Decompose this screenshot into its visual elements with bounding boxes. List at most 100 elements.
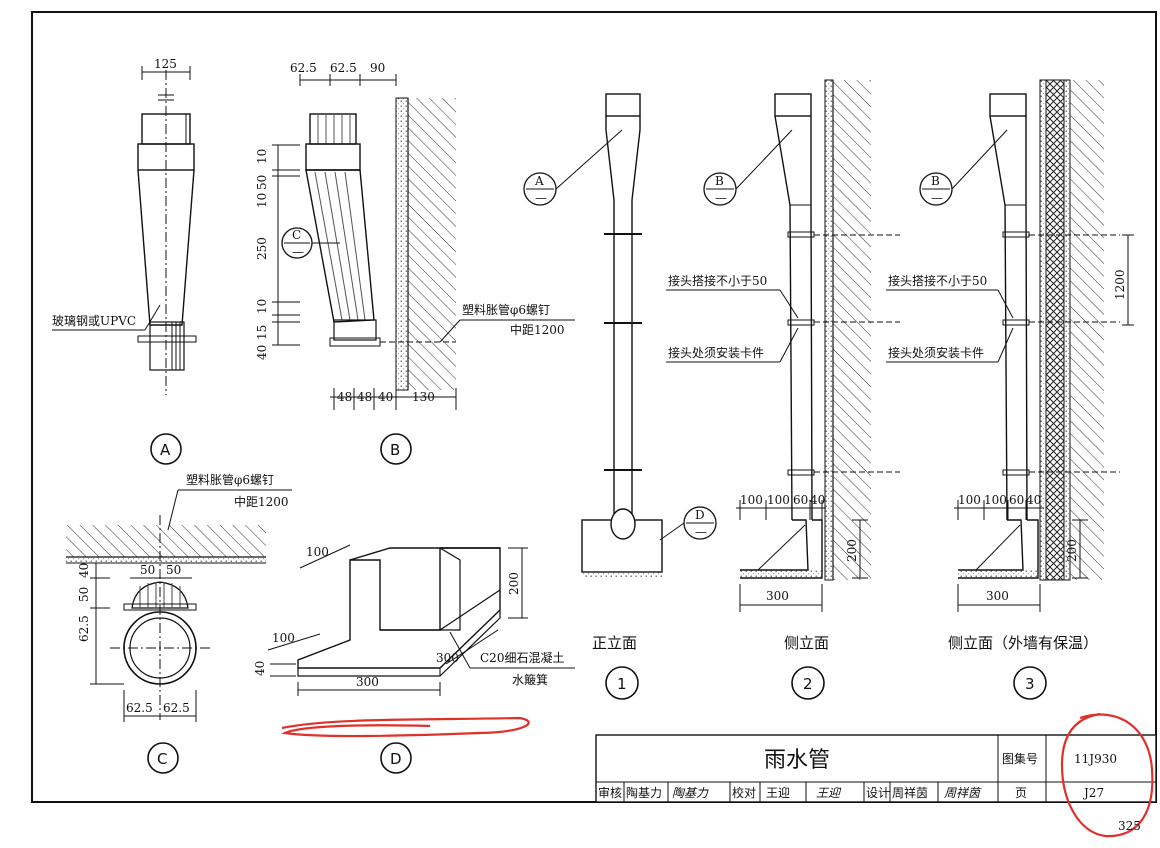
detail-c-dim-left-3: 40 — [77, 563, 91, 578]
elev-3-number: 3 — [1025, 675, 1035, 693]
design-label: 设计 — [866, 786, 890, 800]
detail-b-dim-left-6: 15 — [255, 325, 269, 340]
detail-b-dim-left-2: 50 — [255, 175, 269, 190]
page-label: 页 — [1015, 786, 1027, 800]
detail-b-bolt-note-2: 中距1200 — [510, 322, 565, 337]
detail-a-callout: A — [160, 441, 171, 459]
elev-2-number: 2 — [803, 675, 813, 693]
elev-1-number: 1 — [617, 675, 627, 693]
detail-b-dim-bottom-4: 130 — [412, 390, 435, 404]
detail-d-dim-4: 300 — [356, 675, 379, 689]
detail-c-bolt-note-1: 塑料胀管φ6螺钉 — [186, 472, 274, 487]
detail-b-bolt-note-1: 塑料胀管φ6螺钉 — [462, 302, 550, 317]
review-label: 审核 — [598, 785, 622, 800]
elevation-1: A — D — 正立面 1 — [523, 93, 717, 700]
svg-text:—: — — [292, 245, 304, 259]
detail-b-ref-callout: C — [292, 228, 301, 242]
page-number: 325 — [1118, 819, 1141, 833]
detail-b-dim-top-1: 62.5 — [290, 61, 317, 75]
title-block: 雨水管 图集号 11J930 页 J27 审核 陶基力 陶基力 校对 王迎 王迎… — [595, 734, 1157, 803]
detail-a-material: 玻璃钢或UPVC — [52, 314, 136, 328]
check-name: 王迎 — [766, 786, 790, 800]
detail-d-callout: D — [390, 750, 402, 768]
check-label: 校对 — [732, 785, 756, 800]
title-block-title: 雨水管 — [764, 748, 830, 773]
elev-3-dim-top-3: 60 — [1009, 493, 1024, 507]
detail-c-dim-bottom-1: 62.5 — [126, 701, 153, 715]
detail-c-dim-left-1: 62.5 — [77, 615, 91, 642]
elevation-3: 1200 100 100 60 40 200 300 B — 接头搭接不小于50… — [886, 79, 1134, 700]
detail-b-dim-top-2: 62.5 — [330, 61, 357, 75]
detail-c-dim-top-1: 50 — [140, 563, 155, 577]
detail-a: 125 玻璃钢或UPVC A — [52, 57, 197, 465]
detail-d-note-1: C20细石混凝土 — [480, 650, 564, 665]
detail-b: 62.5 62.5 90 塑料胀管φ6螺钉 中距1200 — [255, 61, 575, 465]
detail-d: 100 200 100 300 40 300 C20细石混凝土 水簸箕 D — [253, 544, 575, 774]
elev-3-ref-b: B — [931, 174, 940, 188]
elev-2-title: 侧立面 — [784, 634, 829, 652]
review-sign: 陶基力 — [672, 786, 709, 800]
svg-text:—: — — [535, 191, 547, 205]
detail-b-dim-left-3: 10 — [255, 193, 269, 208]
detail-b-dim-left-5: 10 — [255, 299, 269, 314]
elev-1-ref-d: D — [695, 508, 705, 522]
detail-b-dim-left-1: 10 — [255, 149, 269, 164]
elev-3-dim-top-4: 40 — [1026, 493, 1041, 507]
detail-c-dim-top-2: 50 — [166, 563, 181, 577]
red-underline-scribble — [281, 716, 530, 738]
detail-d-dim-5: 40 — [253, 661, 267, 676]
atlas-value: 11J930 — [1074, 752, 1117, 766]
elev-2-dim-side: 200 — [845, 539, 859, 562]
detail-c-dim-left-2: 50 — [77, 587, 91, 602]
elev-2-note-clamp: 接头处须安装卡件 — [668, 345, 764, 360]
svg-text:—: — — [695, 525, 707, 539]
detail-b-dim-bottom-1: 48 — [337, 390, 352, 404]
svg-text:—: — — [715, 191, 727, 205]
elev-3-dim-bottom: 300 — [986, 589, 1009, 603]
svg-text:—: — — [931, 191, 943, 205]
design-sign: 周祥茵 — [944, 786, 982, 800]
elev-2-dim-bottom: 300 — [766, 589, 789, 603]
detail-c-callout: C — [157, 750, 167, 768]
detail-d-dim-3: 100 — [272, 631, 295, 645]
elev-2-note-joint: 接头搭接不小于50 — [668, 273, 767, 288]
elev-3-note-clamp: 接头处须安装卡件 — [888, 345, 984, 360]
elev-2-dim-top-4: 40 — [810, 493, 825, 507]
detail-b-dim-left-4: 250 — [255, 237, 269, 260]
sheet-frame — [31, 11, 1157, 803]
elev-3-title: 侧立面（外墙有保温） — [948, 634, 1098, 652]
elev-2-dim-top-3: 60 — [793, 493, 808, 507]
detail-c: 塑料胀管φ6螺钉 中距1200 50 50 62.5 50 40 62.5 — [66, 472, 292, 774]
elev-2-dim-top-2: 100 — [767, 493, 790, 507]
detail-b-dim-left-7: 40 — [255, 345, 269, 360]
detail-a-dim-width: 125 — [154, 57, 177, 71]
detail-d-dim-2: 200 — [507, 572, 521, 595]
detail-c-bolt-note-2: 中距1200 — [234, 494, 289, 509]
elev-1-ref-a: A — [534, 174, 544, 188]
detail-b-dim-bottom-3: 40 — [378, 390, 393, 404]
detail-d-dim-6: 300 — [436, 651, 459, 665]
elev-2-ref-b: B — [715, 174, 724, 188]
elev-2-dim-top-1: 100 — [740, 493, 763, 507]
detail-d-note-2: 水簸箕 — [512, 672, 548, 687]
review-name: 陶基力 — [626, 785, 662, 800]
elev-3-dim-side: 200 — [1065, 539, 1079, 562]
elev-1-title: 正立面 — [592, 634, 637, 652]
detail-b-callout: B — [390, 441, 400, 459]
detail-b-dim-bottom-2: 48 — [357, 390, 372, 404]
check-sign: 王迎 — [816, 786, 842, 800]
detail-d-dim-1: 100 — [306, 545, 329, 559]
elev-3-dim-spacing: 1200 — [1113, 269, 1127, 300]
elev-3-dim-top-2: 100 — [984, 493, 1007, 507]
elevation-2: 100 100 60 40 200 300 B — 接头搭接不小于50 接头处须… — [666, 79, 900, 700]
red-circle-annotation — [1060, 712, 1154, 838]
detail-c-dim-bottom-2: 62.5 — [163, 701, 190, 715]
design-name: 周祥茵 — [892, 786, 928, 800]
elev-3-dim-top-1: 100 — [958, 493, 981, 507]
atlas-label: 图集号 — [1002, 751, 1038, 766]
elev-3-note-joint: 接头搭接不小于50 — [888, 273, 987, 288]
page-value: J27 — [1082, 786, 1104, 800]
detail-b-dim-top-3: 90 — [370, 61, 385, 75]
